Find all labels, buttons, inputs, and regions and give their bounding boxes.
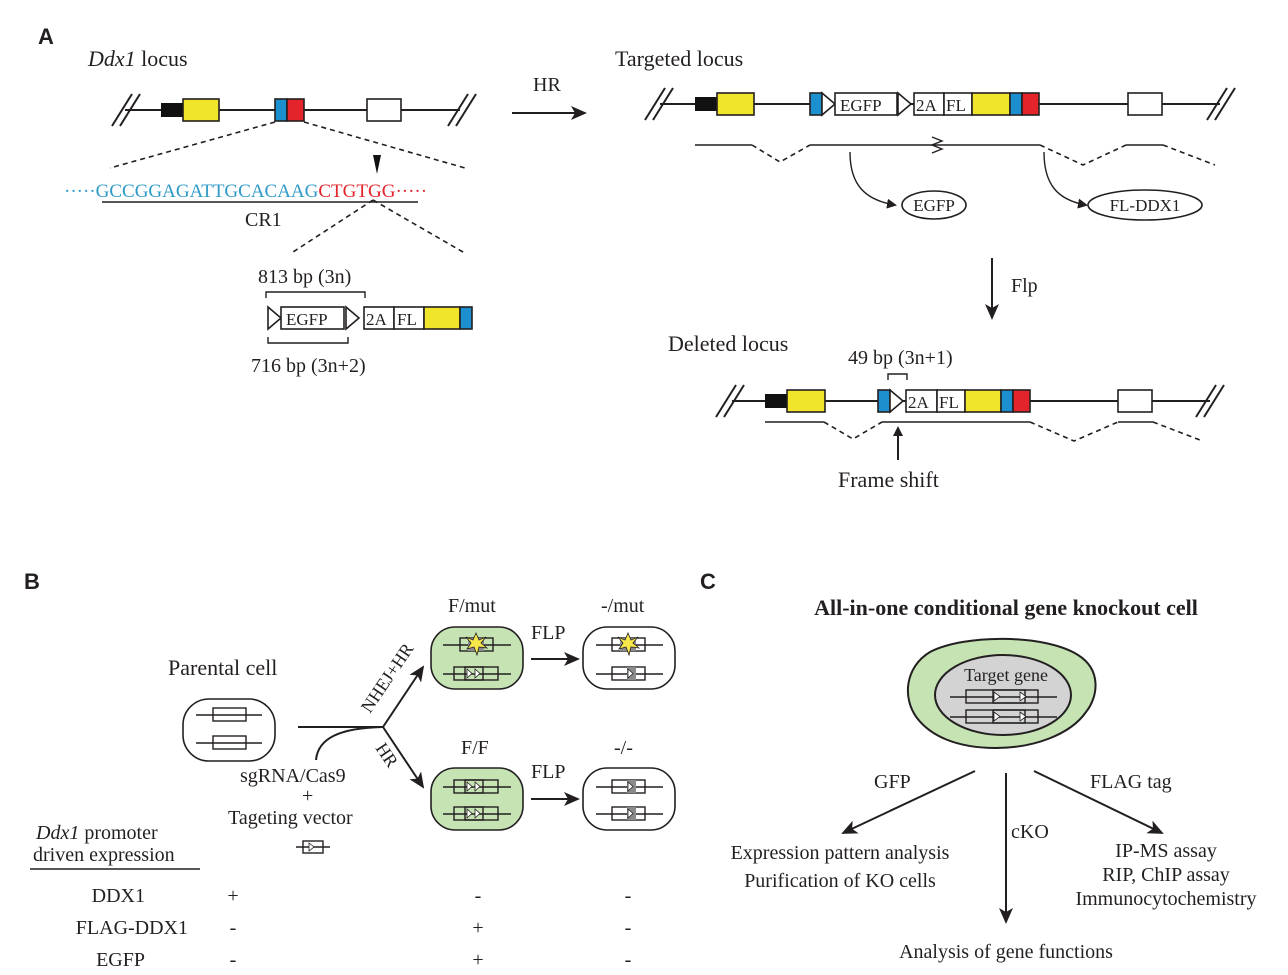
panel-b-letter: B — [24, 569, 40, 594]
egfp-product — [901, 190, 967, 220]
f-f-cell — [430, 767, 524, 831]
minus-mut-cell — [582, 626, 676, 690]
exon-blue — [274, 98, 288, 122]
frame-shift-label: Frame shift — [838, 467, 939, 492]
egfp-product-label: EGFP — [913, 196, 955, 215]
exon-white — [366, 98, 402, 122]
cell-ddx1-parental: + — [227, 885, 238, 907]
gfp-arrow — [841, 770, 976, 834]
panel-c-title: All-in-one conditional gene knockout cel… — [814, 595, 1198, 620]
deleted-fl: FL — [939, 393, 959, 412]
length-49: 49 bp (3n+1) — [848, 347, 953, 369]
f-f-label: F/F — [461, 737, 489, 759]
panel-a-letter: A — [38, 24, 54, 49]
parental-cell — [182, 698, 276, 762]
deleted-2a: 2A — [908, 393, 930, 412]
cr1-label: CR1 — [245, 209, 282, 231]
minus-minus-cell — [582, 767, 676, 831]
length-716: 716 bp (3n+2) — [251, 355, 366, 377]
fl-ddx1-product — [1087, 189, 1203, 221]
mutation-burst-icon — [465, 631, 489, 657]
exon-red — [286, 98, 305, 122]
cko-label: cKO — [1011, 821, 1049, 843]
flp-top-label: FLP — [531, 622, 565, 644]
panel-c-letter: C — [700, 569, 716, 594]
insert-fl: FL — [397, 310, 417, 329]
flp-arrow-label: Flp — [1011, 275, 1038, 297]
hr-label: HR — [372, 739, 403, 771]
row-label-ddx1: DDX1 — [92, 885, 145, 907]
cell-flag-ff: + — [472, 917, 483, 939]
target-gene-label: Target gene — [964, 665, 1048, 685]
row-label-flag-ddx1: FLAG-DDX1 — [76, 917, 188, 939]
flag-arrow — [1033, 770, 1164, 834]
sequence: ·····GCCGGAGATTGCACAAGCTGTGG····· — [64, 181, 427, 202]
cell-egfp-ko: - — [625, 949, 632, 971]
deleted-splicing — [765, 421, 1201, 442]
rip-chip-text: RIP, ChIP assay — [1102, 864, 1230, 886]
ddx1-locus-title: Ddx1 locus — [87, 46, 188, 71]
nhej-hr-label: NHEJ+HR — [357, 639, 418, 716]
hr-branch-arrow — [382, 726, 425, 789]
f-mut-cell — [430, 626, 524, 690]
targeted-egfp: EGFP — [840, 96, 882, 115]
deleted-locus-map: 2A FL — [715, 384, 1225, 418]
targeted-2a: 2A — [916, 96, 938, 115]
row-label-egfp: EGFP — [96, 949, 145, 971]
parental-cell-label: Parental cell — [168, 655, 277, 680]
panel-c: C All-in-one conditional gene knockout c… — [700, 569, 1257, 963]
insert-egfp: EGFP — [286, 310, 328, 329]
panel-a: A Ddx1 locus ·····GCCGGAGATTGCACAAGCTGTG… — [38, 24, 1236, 492]
expression-analysis-text: Expression pattern analysis — [731, 842, 950, 864]
nhej-hr-arrow — [382, 665, 425, 728]
purification-text: Purification of KO cells — [744, 870, 936, 892]
cell-ddx1-ko: - — [625, 885, 632, 907]
targeting-vector-icon — [296, 840, 330, 854]
insert-2a: 2A — [366, 310, 388, 329]
ko-cell-nucleus — [934, 654, 1072, 736]
promoter-header: Ddx1 promoter — [35, 822, 158, 844]
flag-tag-label: FLAG tag — [1090, 771, 1172, 793]
exon-yellow — [182, 98, 220, 122]
gfp-label: GFP — [874, 771, 911, 793]
panel-b: B Parental cell NHEJ+HR HR sgRNA/Cas9 + … — [24, 569, 676, 971]
length-813: 813 bp (3n) — [258, 266, 351, 288]
fl-ddx1-product-label: FL-DDX1 — [1110, 196, 1181, 215]
targeted-fl: FL — [946, 96, 966, 115]
flp-bottom-label: FLP — [531, 761, 565, 783]
cell-flag-ko: - — [625, 917, 632, 939]
gene-functions-text: Analysis of gene functions — [899, 941, 1113, 963]
targeted-splicing — [695, 136, 1216, 166]
ip-ms-text: IP-MS assay — [1115, 840, 1217, 862]
cell-ddx1-ff: - — [475, 885, 482, 907]
sgrna-label: sgRNA/Cas9 — [240, 765, 346, 787]
f-mut-label: F/mut — [448, 595, 496, 617]
hr-arrow-label: HR — [533, 74, 561, 96]
targeted-locus-title: Targeted locus — [615, 46, 743, 71]
immunocytochemistry-text: Immunocytochemistry — [1075, 888, 1256, 910]
ddx1-locus-map — [111, 93, 477, 127]
plus-label: + — [302, 785, 313, 807]
targeted-locus-map: EGFP 2A FL — [644, 87, 1236, 121]
minus-minus-label: -/- — [614, 737, 633, 759]
vector-label: Tageting vector — [228, 807, 353, 829]
cell-egfp-parental: - — [230, 949, 237, 971]
deleted-locus-title: Deleted locus — [668, 331, 788, 356]
cell-flag-parental: - — [230, 917, 237, 939]
minus-mut-label: -/mut — [601, 595, 645, 617]
target-gene-alleles — [950, 689, 1057, 724]
cell-egfp-ff: + — [472, 949, 483, 971]
insert-construct: EGFP 2A FL — [267, 305, 473, 331]
driven-expression-header: driven expression — [33, 844, 175, 866]
cut-site-arrowhead — [373, 155, 381, 174]
